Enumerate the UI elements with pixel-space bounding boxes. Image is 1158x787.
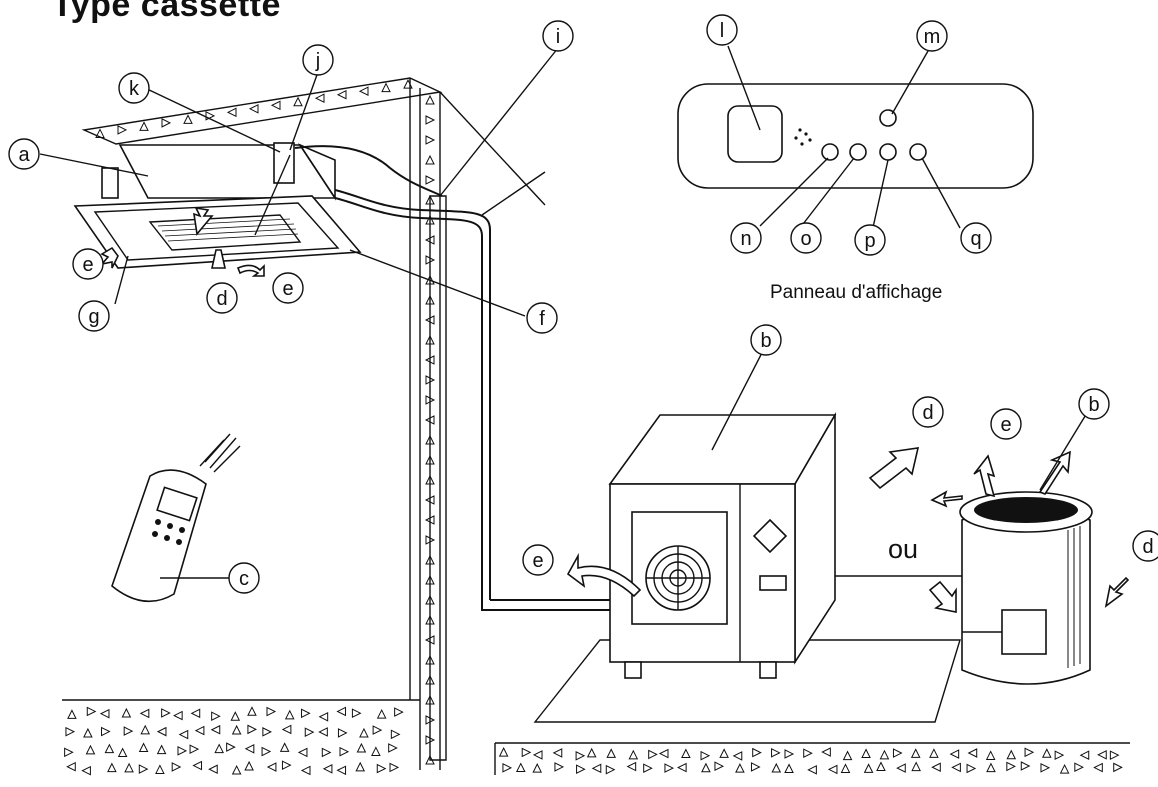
leader-lines	[39, 43, 1091, 579]
callout-letter: q	[970, 228, 981, 250]
or-label: ou	[888, 534, 919, 564]
callout-letter: e	[282, 278, 293, 300]
callout-c: c	[228, 562, 260, 594]
display-panel-caption: Panneau d'affichage	[770, 282, 943, 303]
fan-grille-icon	[645, 545, 711, 611]
callout-d3: d	[1132, 530, 1158, 562]
callout-letter: d	[922, 402, 933, 424]
callout-p: p	[854, 224, 886, 256]
callout-letter: a	[18, 144, 30, 166]
callout-letter: d	[216, 288, 227, 310]
callout-e2: e	[272, 272, 304, 304]
callout-k: k	[118, 72, 150, 104]
outdoor-unit-box-icon	[533, 412, 961, 723]
callout-e4: e	[522, 544, 554, 576]
callout-g: g	[78, 300, 110, 332]
outdoor-unit-round-icon	[868, 447, 1130, 685]
callout-e1: e	[72, 248, 104, 280]
callout-letter: j	[315, 50, 320, 72]
callout-j: j	[302, 44, 334, 76]
page-title: Type cassette	[52, 0, 281, 24]
cassette-unit-icon	[73, 142, 362, 277]
display-panel-icon	[677, 83, 1034, 189]
callout-letter: g	[88, 306, 99, 328]
callout-b1: b	[750, 324, 782, 356]
remote-control-icon	[111, 433, 241, 603]
callout-n: n	[730, 222, 762, 254]
callout-q: q	[960, 222, 992, 254]
callout-letter: b	[760, 330, 771, 352]
callout-i: i	[542, 20, 574, 52]
callout-letter: e	[1000, 414, 1011, 436]
callout-letter: e	[82, 254, 93, 276]
callout-letter: m	[924, 26, 941, 48]
callout-letter: n	[740, 228, 751, 250]
callout-letter: d	[1142, 536, 1153, 558]
callout-labels: a k j i e g d e f l m n o p q b d e b d e c	[8, 14, 1158, 594]
callout-letter: e	[532, 550, 543, 572]
callout-d2: d	[912, 396, 944, 428]
callout-o: o	[790, 222, 822, 254]
callout-letter: k	[129, 78, 140, 100]
callout-f: f	[526, 302, 558, 334]
wall-roof-edge	[439, 91, 546, 206]
callout-e3: e	[990, 408, 1022, 440]
callout-letter: o	[800, 228, 811, 250]
callout-letter: p	[864, 230, 875, 252]
callout-a: a	[8, 138, 40, 170]
callout-m: m	[916, 20, 948, 52]
callout-letter: f	[539, 308, 545, 330]
callout-l: l	[706, 14, 738, 46]
callout-b2: b	[1078, 388, 1110, 420]
callout-letter: i	[556, 26, 560, 48]
callout-d1: d	[206, 282, 238, 314]
callout-letter: c	[239, 568, 249, 590]
callout-letter: l	[720, 20, 724, 42]
callout-letter: b	[1088, 394, 1099, 416]
